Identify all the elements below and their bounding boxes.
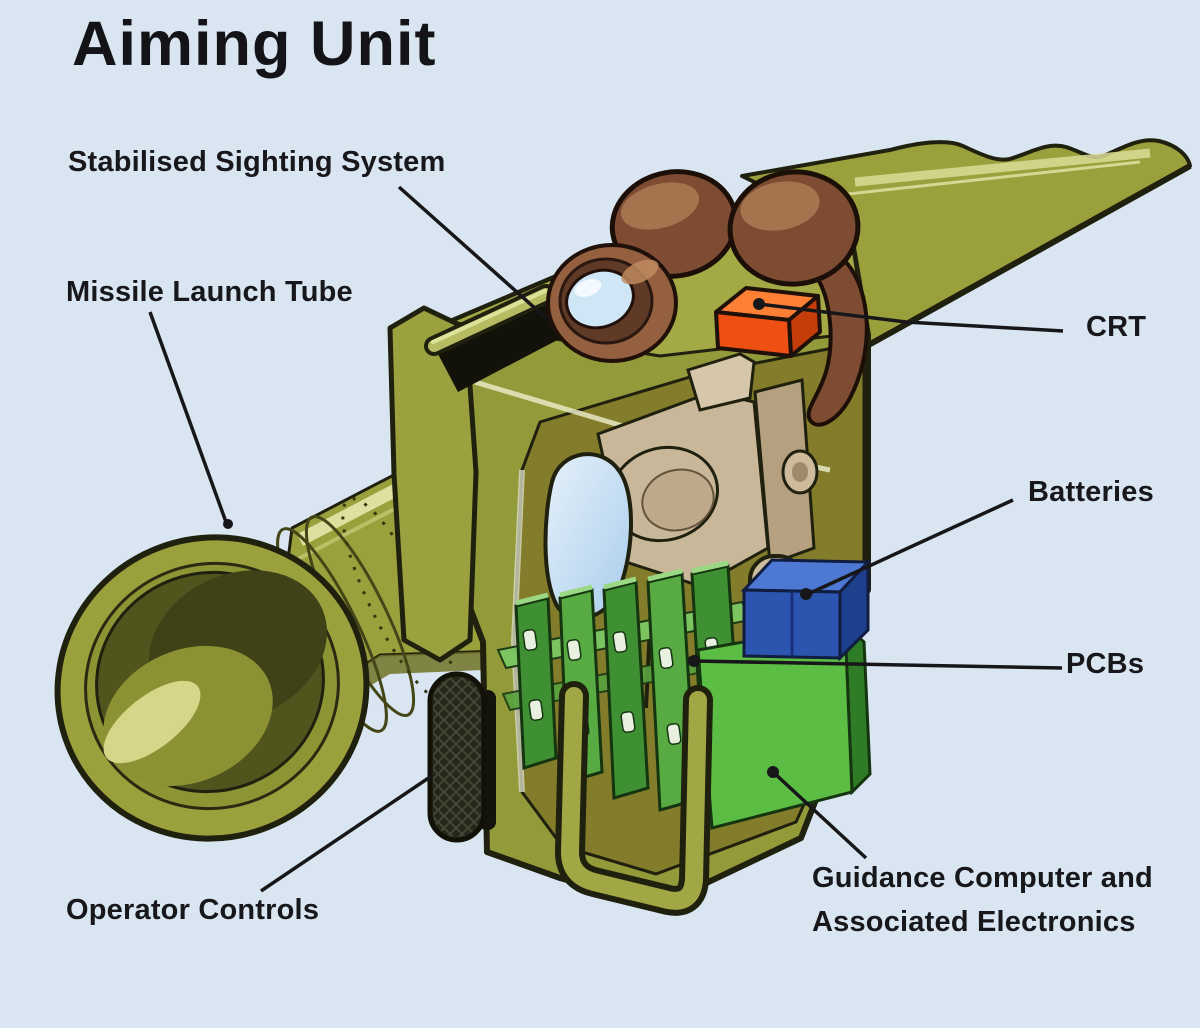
launch-tube-rear bbox=[740, 138, 1192, 350]
label-batteries: Batteries bbox=[1028, 476, 1154, 508]
leader-crt bbox=[758, 302, 1064, 333]
mechanism-side-knob-center bbox=[792, 462, 808, 482]
mechanism-cylinder-face bbox=[641, 468, 715, 532]
leader-batteries bbox=[807, 498, 1014, 596]
handle-gap bbox=[438, 302, 565, 392]
crt-front bbox=[714, 310, 793, 358]
dot-guidance-computer bbox=[767, 766, 779, 778]
label-guidance-computer-line2: Associated Electronics bbox=[812, 906, 1136, 938]
label-guidance-computer-line1: Guidance Computer and bbox=[812, 862, 1153, 894]
leader-guidance-computer bbox=[771, 770, 868, 860]
page-title: Aiming Unit bbox=[72, 9, 437, 79]
label-pcbs: PCBs bbox=[1066, 648, 1145, 680]
leader-stabilised-sighting bbox=[397, 185, 548, 320]
label-stabilised-sighting-system: Stabilised Sighting System bbox=[68, 146, 446, 178]
dot-batteries bbox=[800, 588, 812, 600]
tube-rear-highlight-thin bbox=[847, 160, 1141, 196]
sight-objective bbox=[546, 243, 678, 363]
interior-cut-edge-highlight bbox=[510, 469, 525, 793]
muzzle-bell-highlight bbox=[103, 680, 201, 764]
dot-crt bbox=[753, 298, 765, 310]
u-frame-fill bbox=[560, 687, 707, 910]
tube-rear-bottom-edge bbox=[863, 163, 1192, 350]
label-crt: CRT bbox=[1086, 311, 1147, 343]
tube-rear-highlight bbox=[854, 148, 1151, 187]
eyepiece-left-highlight bbox=[620, 182, 700, 230]
leader-lines bbox=[148, 185, 1064, 893]
pcb-slab-top-edges bbox=[515, 560, 729, 606]
leader-dots bbox=[223, 298, 812, 778]
sight-mechanism bbox=[596, 352, 819, 709]
pcb-slab bbox=[514, 596, 558, 771]
muzzle bbox=[54, 534, 370, 842]
objective-ring-highlight bbox=[621, 259, 659, 285]
leader-pcbs bbox=[693, 659, 1063, 670]
label-missile-launch-tube: Missile Launch Tube bbox=[66, 276, 353, 308]
operator-knob-knurling bbox=[433, 677, 481, 837]
leader-missile-launch-tube bbox=[148, 311, 228, 523]
objective-lens-highlight bbox=[574, 279, 602, 297]
eyepiece-curl bbox=[806, 259, 869, 427]
leader-operator-controls bbox=[260, 773, 434, 893]
label-operator-controls: Operator Controls bbox=[66, 894, 320, 926]
mechanism-top-box bbox=[686, 352, 756, 412]
dot-missile-launch-tube bbox=[223, 519, 233, 529]
eyepiece-right-highlight bbox=[740, 181, 820, 231]
crt-box bbox=[714, 286, 822, 358]
mounting-bracket bbox=[387, 305, 479, 663]
bracket-and-controls bbox=[387, 284, 565, 843]
dot-pcbs bbox=[688, 655, 700, 667]
label-guidance-computer: Guidance Computer and Associated Electro… bbox=[812, 856, 1153, 944]
u-frame bbox=[554, 681, 713, 916]
